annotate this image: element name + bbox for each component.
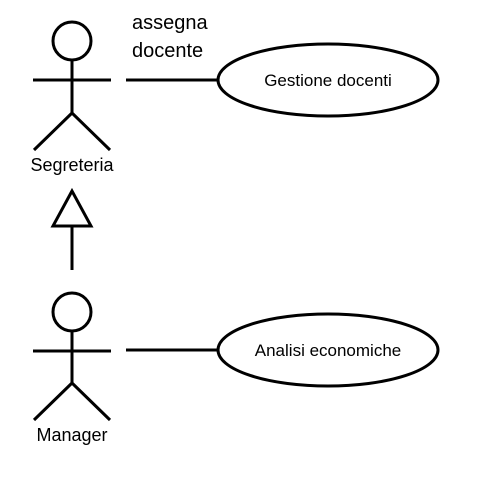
actor-manager-label: Manager: [36, 425, 107, 445]
usecase-gestione-docenti-ellipse: [216, 42, 440, 118]
actor-manager-right-leg: [70, 381, 112, 422]
actor-segreteria-label: Segreteria: [30, 155, 114, 175]
usecase-analisi-economiche: Analisi economiche: [216, 312, 440, 388]
usecase-analisi-economiche-ellipse: [216, 312, 440, 388]
generalization-arrow: [50, 187, 94, 270]
actor-manager-head: [51, 291, 93, 333]
usecase-gestione-docenti-label: Gestione docenti: [264, 71, 392, 90]
association-label-line1: assegna: [132, 12, 208, 34]
actor-manager-left-leg: [32, 381, 74, 422]
usecase-gestione-docenti: Gestione docenti: [216, 42, 440, 118]
actor-manager: Manager: [32, 291, 112, 445]
generalization-triangle-head: [50, 187, 94, 228]
usecase-analisi-economiche-label: Analisi economiche: [255, 341, 401, 360]
actor-segreteria-head: [51, 20, 93, 62]
actor-segreteria: Segreteria: [30, 20, 115, 175]
actor-segreteria-right-leg: [70, 111, 112, 152]
association-label-line2: docente: [132, 40, 203, 62]
association-segreteria-gestione: assegna docente: [126, 12, 219, 82]
actor-segreteria-left-leg: [32, 111, 74, 152]
